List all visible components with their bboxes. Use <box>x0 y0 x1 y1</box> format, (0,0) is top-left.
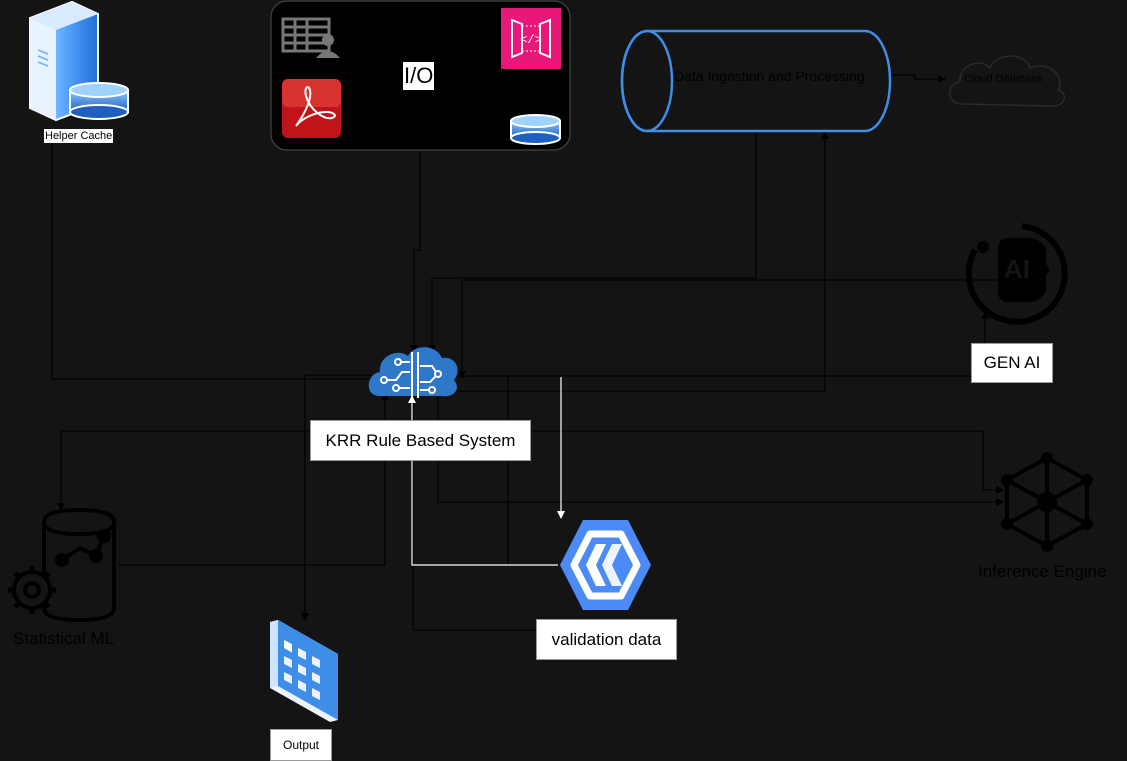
edge-io-krr <box>410 150 421 353</box>
pdf-icon <box>282 79 341 138</box>
edge-genai-krr <box>458 279 1030 379</box>
database-icon <box>69 82 129 120</box>
data-ingestion-cylinder[interactable] <box>620 29 892 133</box>
edge-krr-genai <box>455 311 989 377</box>
krr-label[interactable]: KRR Rule Based System <box>310 420 531 461</box>
output-label[interactable]: Output <box>270 729 332 761</box>
edge-ingest-cloud <box>887 74 946 83</box>
cloud-database-label: Cloud Database <box>964 73 1043 85</box>
api-gateway-icon: </> <box>501 8 561 69</box>
database-icon <box>510 114 561 145</box>
edge-ingest-krr <box>428 128 757 353</box>
inference-engine-label: Inference Engine <box>978 562 1107 581</box>
edge-krr-inference <box>530 430 1004 494</box>
gen-ai-label[interactable]: GEN AI <box>971 343 1053 383</box>
spreadsheet-user-icon <box>281 17 340 58</box>
edge-stat-krr <box>118 392 389 566</box>
statistical-ml-label: Statistical ML <box>13 629 115 648</box>
brain-circuit-icon[interactable] <box>368 347 458 398</box>
building-icon[interactable] <box>270 620 338 722</box>
helper-cache-label: Helper Cache <box>44 129 114 143</box>
ai-play-icon[interactable] <box>965 223 1068 325</box>
cloud-icon[interactable] <box>949 55 1066 107</box>
edge-krr-output <box>301 374 372 621</box>
data-ingestion-label: Data Ingestion and Processing <box>674 68 865 84</box>
ml-database-icon[interactable] <box>8 507 116 623</box>
api-hexagon-icon[interactable] <box>560 520 651 610</box>
edge-cache-krr <box>51 140 381 383</box>
edge-krr-stat <box>57 430 385 511</box>
svg-text:</>: </> <box>520 33 542 47</box>
validation-data-label[interactable]: validation data <box>536 619 677 660</box>
network-hub-icon[interactable] <box>1001 452 1093 552</box>
connectors <box>51 74 1030 631</box>
io-label: I/O <box>403 62 435 90</box>
connectors-white <box>408 377 565 566</box>
gen-ai-icon-text: AI <box>1004 254 1030 284</box>
edge-krr-ingest <box>455 131 829 392</box>
edge-krr-valid-2 <box>507 376 558 566</box>
